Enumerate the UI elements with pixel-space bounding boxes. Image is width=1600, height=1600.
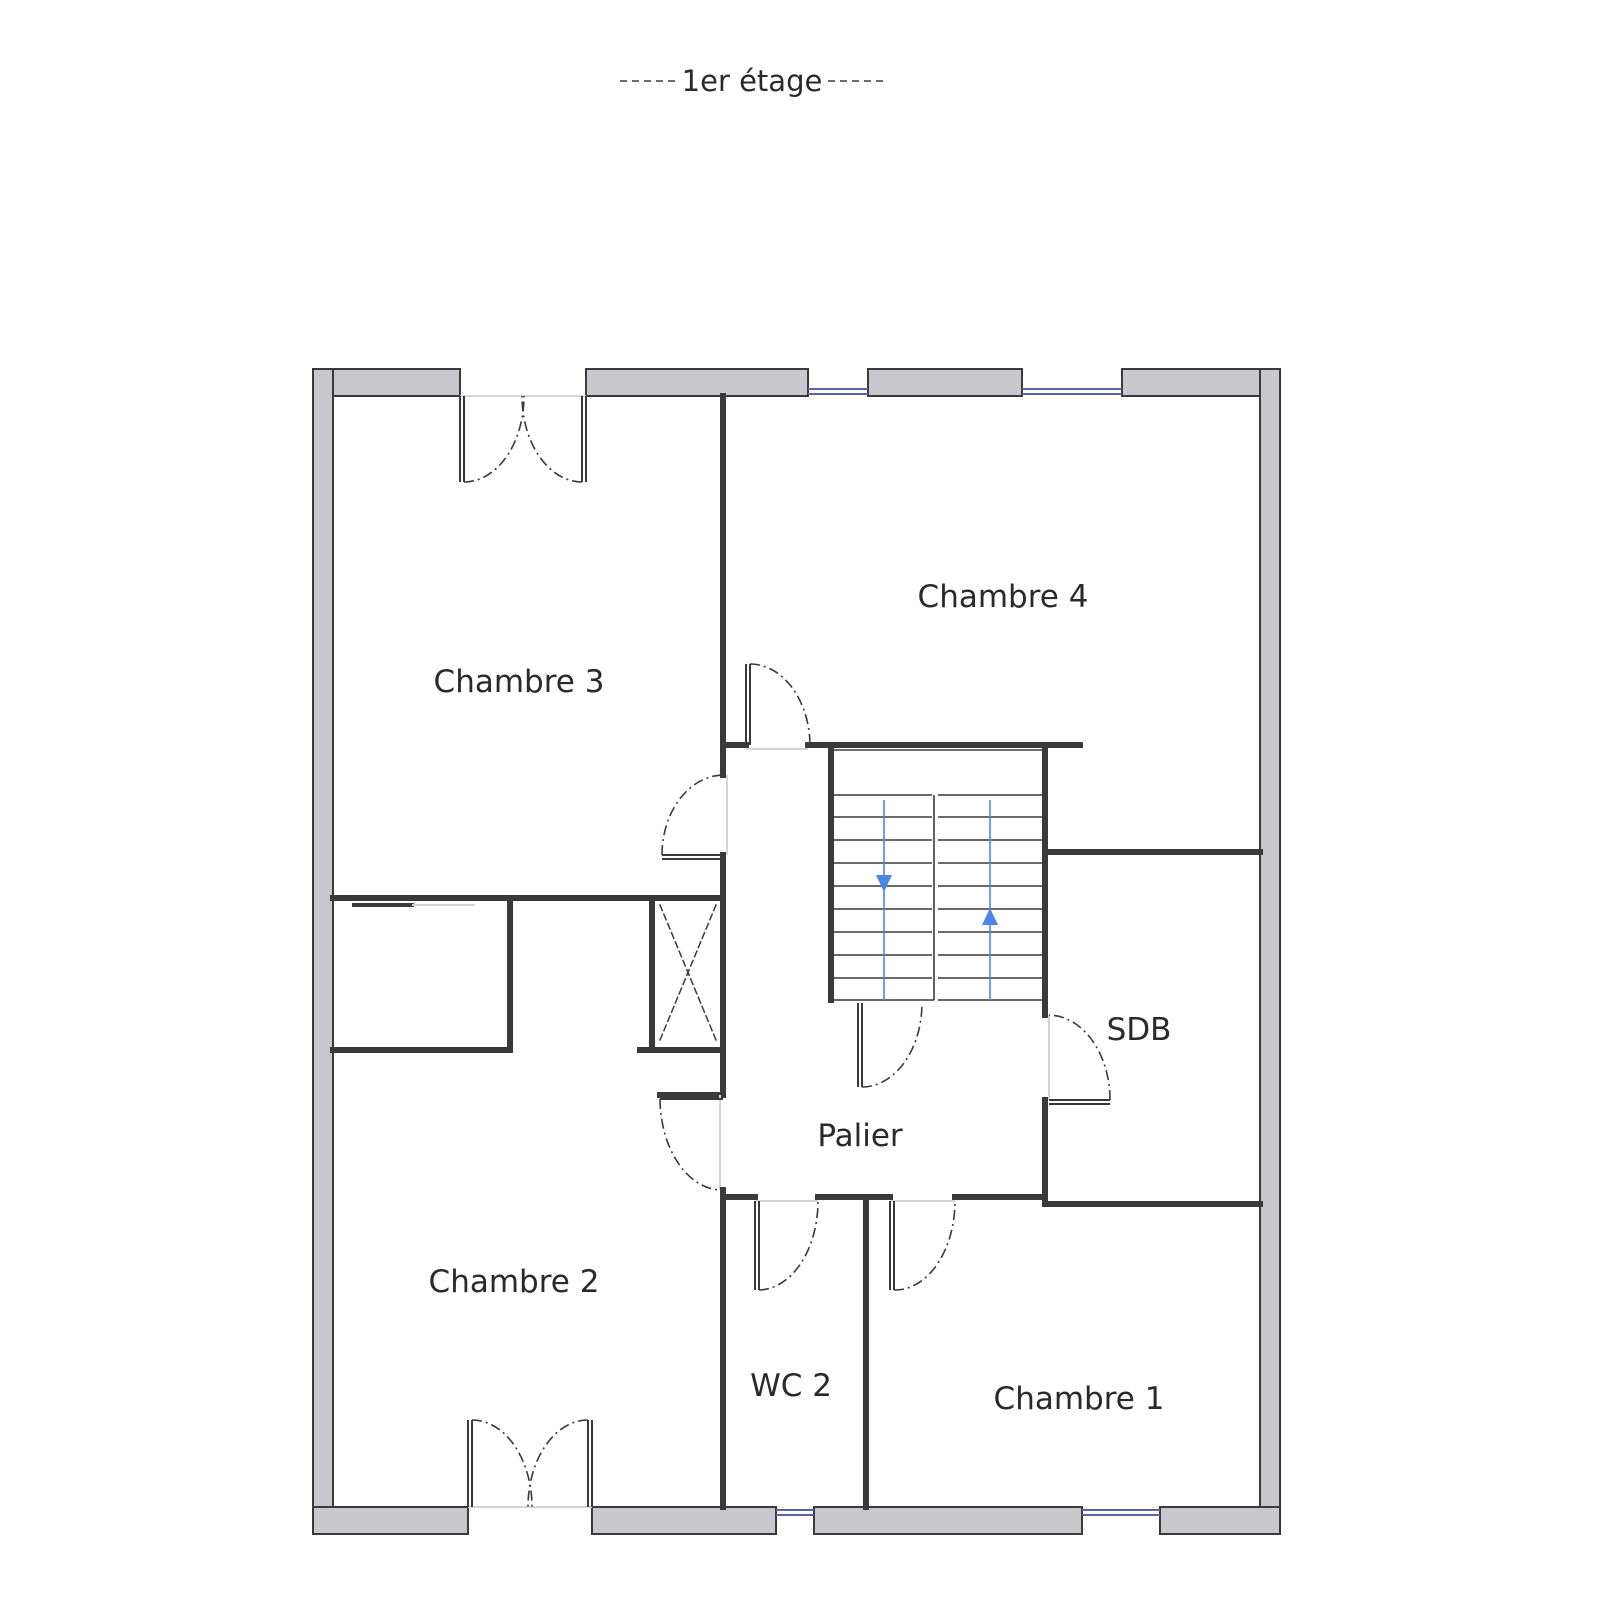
- stair-up-arrow-icon: [982, 908, 998, 925]
- room-label-chambre-3: Chambre 3: [434, 664, 605, 700]
- windows: [460, 388, 1160, 1516]
- wall-top-4: [1121, 368, 1281, 397]
- door-c2-swing-right: [527, 1419, 589, 1508]
- wall-top-2: [585, 368, 809, 397]
- wall-top-1: [312, 368, 461, 397]
- room-label-palier: Palier: [817, 1118, 903, 1154]
- room-label-wc-2: WC 2: [750, 1368, 832, 1404]
- wall-top-3: [867, 368, 1023, 397]
- staircase: [831, 749, 1045, 1001]
- cupboard-cross-b: [659, 904, 717, 1041]
- wall-bottom-3: [813, 1506, 1083, 1535]
- exterior-walls: [312, 368, 1281, 1535]
- doors: [459, 395, 1111, 1508]
- stair-down-arrow-icon: [876, 875, 892, 892]
- door-c3-swing-left: [463, 395, 525, 483]
- wall-bottom-2: [591, 1506, 777, 1535]
- door-c1-swing: [893, 1200, 956, 1291]
- door-sdb-swing: [1048, 1014, 1111, 1101]
- wall-bottom-1: [312, 1506, 469, 1535]
- door-c3-swing-right: [521, 395, 583, 483]
- door-stair-swing: [861, 1002, 923, 1088]
- room-label-chambre-2: Chambre 2: [429, 1264, 600, 1300]
- wall-left: [312, 368, 334, 1535]
- door-c4-swing: [749, 663, 811, 746]
- room-label-sdb: SDB: [1107, 1012, 1172, 1048]
- door-c2-swing-left: [471, 1419, 533, 1508]
- door-c2p-swing: [659, 1098, 724, 1191]
- floor-title: 1er étage: [682, 64, 823, 98]
- room-label-chambre-1: Chambre 1: [994, 1381, 1165, 1417]
- interior-walls: [330, 393, 1263, 1510]
- door-wc2-swing: [758, 1200, 819, 1291]
- wall-bottom-4: [1159, 1506, 1281, 1535]
- door-c3p-swing: [661, 774, 724, 856]
- room-label-chambre-4: Chambre 4: [918, 579, 1089, 615]
- wall-right: [1259, 368, 1281, 1535]
